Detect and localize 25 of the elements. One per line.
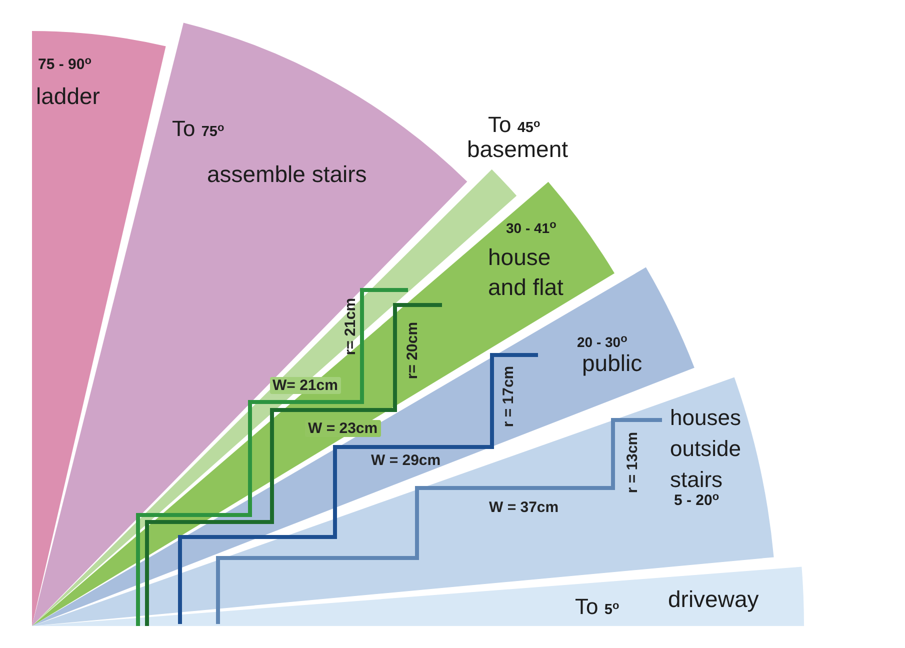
stair-type-label: assemble stairs	[207, 163, 367, 186]
dimension-label: W= 21cm	[270, 376, 341, 394]
fan-sector	[32, 566, 804, 626]
angle-label: To 45$^{o}$	[488, 114, 540, 136]
angle-label: 5 - 20$^{o}$	[674, 493, 720, 508]
angle-label: To 75$^{o}$	[172, 118, 224, 140]
dimension-label: W = 23cm	[305, 420, 381, 436]
fan-sector	[32, 22, 468, 626]
stair-type-label: basement	[467, 138, 568, 161]
angle-label: 75 - 90$^{o}$	[38, 57, 92, 72]
stair-type-label: driveway	[668, 588, 759, 611]
stair-type-label: house and flat	[488, 243, 564, 302]
dimension-label: r= 21cm	[342, 297, 358, 355]
angle-label: To 5$^{o}$	[575, 596, 620, 618]
dimension-label: r = 17cm	[500, 365, 516, 427]
stair-type-label: houses outside stairs	[670, 404, 741, 494]
angle-label: 30 - 41$^{o}$	[506, 221, 556, 235]
dimension-label: W = 37cm	[489, 500, 559, 514]
angle-label: 20 - 30$^{o}$	[577, 335, 628, 349]
fan-sector	[32, 31, 166, 626]
stair-type-label: public	[582, 352, 642, 375]
dimension-label: W = 29cm	[371, 452, 441, 468]
dimension-label: r= 20cm	[404, 321, 420, 379]
dimension-label: r = 13cm	[624, 431, 640, 493]
stair-type-label: ladder	[36, 85, 100, 108]
